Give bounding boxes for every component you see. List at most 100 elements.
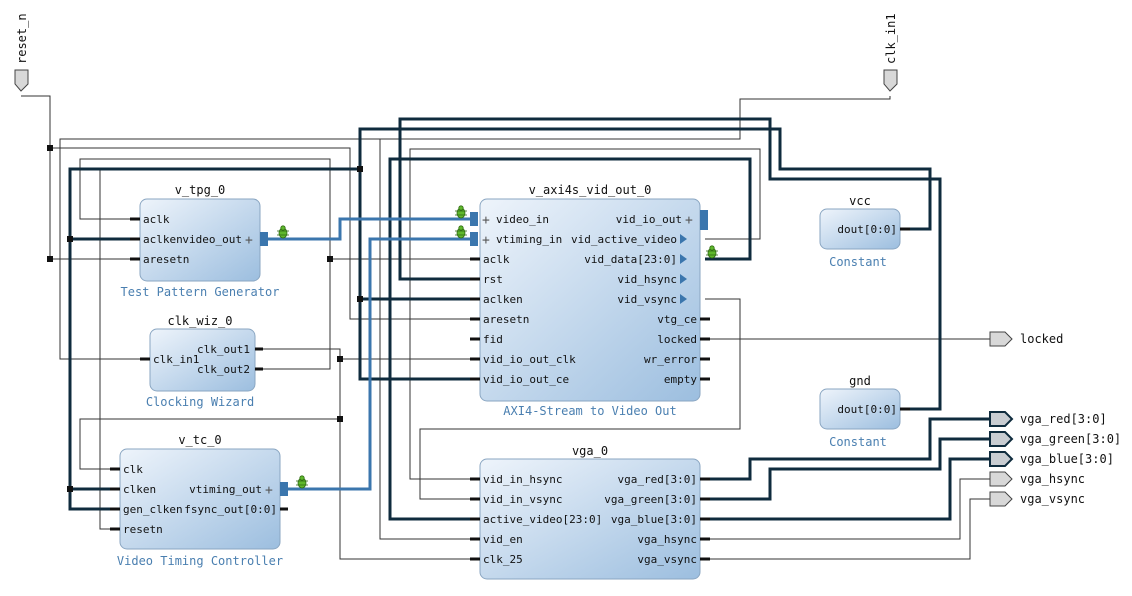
block-title: vcc [849, 194, 871, 208]
port-vga-red[interactable]: vga_red[3:0] [989, 411, 1107, 427]
pin-vid-in-hsync: vid_in_hsync [483, 473, 562, 486]
debug-bug-icon [454, 205, 468, 219]
pin-vid-io-out: vid_io_out [616, 213, 682, 226]
block-title: vga_0 [572, 444, 608, 458]
interface-connector-icon [470, 232, 478, 246]
debug-bug-icon [454, 225, 468, 239]
port-vga-green[interactable]: vga_green[3:0] [989, 431, 1121, 447]
pin-vtiming-out: vtiming_out [189, 483, 262, 496]
block-subtitle: Test Pattern Generator [121, 285, 280, 299]
vga-blue-label: vga_blue[3:0] [1020, 452, 1114, 466]
block-title: clk_wiz_0 [167, 314, 232, 328]
pin-vga-blue: vga_blue[3:0] [611, 513, 697, 526]
block-v-tc-0[interactable]: v_tc_0 clk clken gen_clken resetn vtimin… [110, 433, 309, 568]
vga-hsync-label: vga_hsync [1020, 472, 1085, 486]
pin-vid-active-video: vid_active_video [571, 233, 677, 246]
pin-clk: clk [123, 463, 143, 476]
port-locked[interactable]: locked [989, 331, 1063, 347]
pin-video-out: video_out [182, 233, 242, 246]
vga-vsync-label: vga_vsync [1020, 492, 1085, 506]
pin-gen-clken: gen_clken [123, 503, 183, 516]
port-vga-hsync[interactable]: vga_hsync [989, 471, 1085, 487]
reset-n-label: reset_n [15, 13, 29, 64]
pin-vga-vsync: vga_vsync [637, 553, 697, 566]
pin-vid-hsync: vid_hsync [617, 273, 677, 286]
pin-empty: empty [664, 373, 697, 386]
block-v-axi4s-vid-out-0[interactable]: v_axi4s_vid_out_0 + + video_in vtiming_i… [454, 183, 719, 418]
pin-clk-out1: clk_out1 [197, 343, 250, 356]
pins-in-stubs [470, 477, 480, 561]
interface-connector-icon [260, 232, 268, 246]
pin-vid-in-vsync: vid_in_vsync [483, 493, 562, 506]
pin-resetn: resetn [123, 523, 163, 536]
debug-bug-icon [295, 475, 309, 489]
pin-vga-red: vga_red[3:0] [618, 473, 697, 486]
expand-plus-icon[interactable]: + [265, 483, 273, 498]
port-vga-blue[interactable]: vga_blue[3:0] [989, 451, 1114, 467]
block-title: v_tpg_0 [175, 183, 226, 197]
pin-rst: rst [483, 273, 503, 286]
locked-label: locked [1020, 332, 1063, 346]
block-vcc[interactable]: vcc dout[0:0] Constant [819, 194, 910, 269]
block-title: v_tc_0 [178, 433, 221, 447]
port-reset-n[interactable]: reset_n [14, 13, 29, 92]
block-title: gnd [849, 374, 871, 388]
clk-in1-label: clk_in1 [884, 13, 898, 64]
pin-vtiming-in: vtiming_in [496, 233, 562, 246]
expand-plus-icon[interactable]: + [245, 233, 253, 248]
pin-clk-25: clk_25 [483, 553, 523, 566]
pins-in-stubs [470, 257, 480, 381]
pin-aclk: aclk [143, 213, 170, 226]
pin-clk-out2: clk_out2 [197, 363, 250, 376]
pin-dout: dout[0:0] [837, 223, 897, 236]
port-clk-in1[interactable]: clk_in1 [883, 13, 898, 92]
port-vga-vsync[interactable]: vga_vsync [989, 491, 1085, 507]
pin-aresetn: aresetn [143, 253, 189, 266]
pins-in: aclk aclken aresetn [130, 213, 189, 266]
vga-red-label: vga_red[3:0] [1020, 412, 1107, 426]
block-title: v_axi4s_vid_out_0 [529, 183, 652, 197]
pin-clken: clken [123, 483, 156, 496]
pins-out-stubs [700, 477, 710, 561]
pin-aresetn: aresetn [483, 313, 529, 326]
vga-green-label: vga_green[3:0] [1020, 432, 1121, 446]
pin-aclken: aclken [143, 233, 183, 246]
pin-vid-io-out-ce: vid_io_out_ce [483, 373, 569, 386]
block-gnd[interactable]: gnd dout[0:0] Constant [819, 374, 910, 449]
pin-aclken: aclken [483, 293, 523, 306]
pin-locked: locked [657, 333, 697, 346]
debug-bug-icon [705, 245, 719, 259]
block-v-tpg-0[interactable]: v_tpg_0 aclk aclken aresetn video_out + … [121, 183, 290, 299]
interface-nets [268, 217, 470, 491]
interface-connector-icon [700, 210, 708, 230]
block-vga-0[interactable]: vga_0 vid_in_hsync vid_in_vsync active_v… [470, 444, 710, 580]
pin-vid-io-out-clk: vid_io_out_clk [483, 353, 576, 366]
pin-aclk: aclk [483, 253, 510, 266]
block-subtitle: Video Timing Controller [117, 554, 283, 568]
block-clk-wiz-0[interactable]: clk_wiz_0 clk_in1 clk_out1 clk_out2 Cloc… [140, 314, 263, 409]
pin-fsync-out: fsync_out[0:0] [184, 503, 277, 516]
block-subtitle: Constant [829, 435, 887, 449]
pin-video-in: video_in [496, 213, 549, 226]
pin-active-video: active_video[23:0] [483, 513, 602, 526]
expand-plus-icon[interactable]: + [482, 213, 490, 228]
debug-bug-icon [276, 225, 290, 239]
bus-wires [68, 117, 990, 521]
junction-dots [47, 145, 363, 492]
pin-wr-error: wr_error [644, 353, 697, 366]
pin-vid-en: vid_en [483, 533, 523, 546]
pin-vga-green: vga_green[3:0] [604, 493, 697, 506]
arrow-pins [680, 234, 687, 304]
interface-connector-icon [280, 482, 288, 496]
pin-fid: fid [483, 333, 503, 346]
pin-dout: dout[0:0] [837, 403, 897, 416]
pin-clk-in1: clk_in1 [153, 353, 199, 366]
pin-vga-hsync: vga_hsync [637, 533, 697, 546]
block-subtitle: Constant [829, 255, 887, 269]
pins-out-stubs [700, 317, 710, 381]
expand-plus-icon[interactable]: + [482, 233, 490, 248]
expand-plus-icon[interactable]: + [685, 213, 693, 228]
block-subtitle: AXI4-Stream to Video Out [503, 404, 676, 418]
